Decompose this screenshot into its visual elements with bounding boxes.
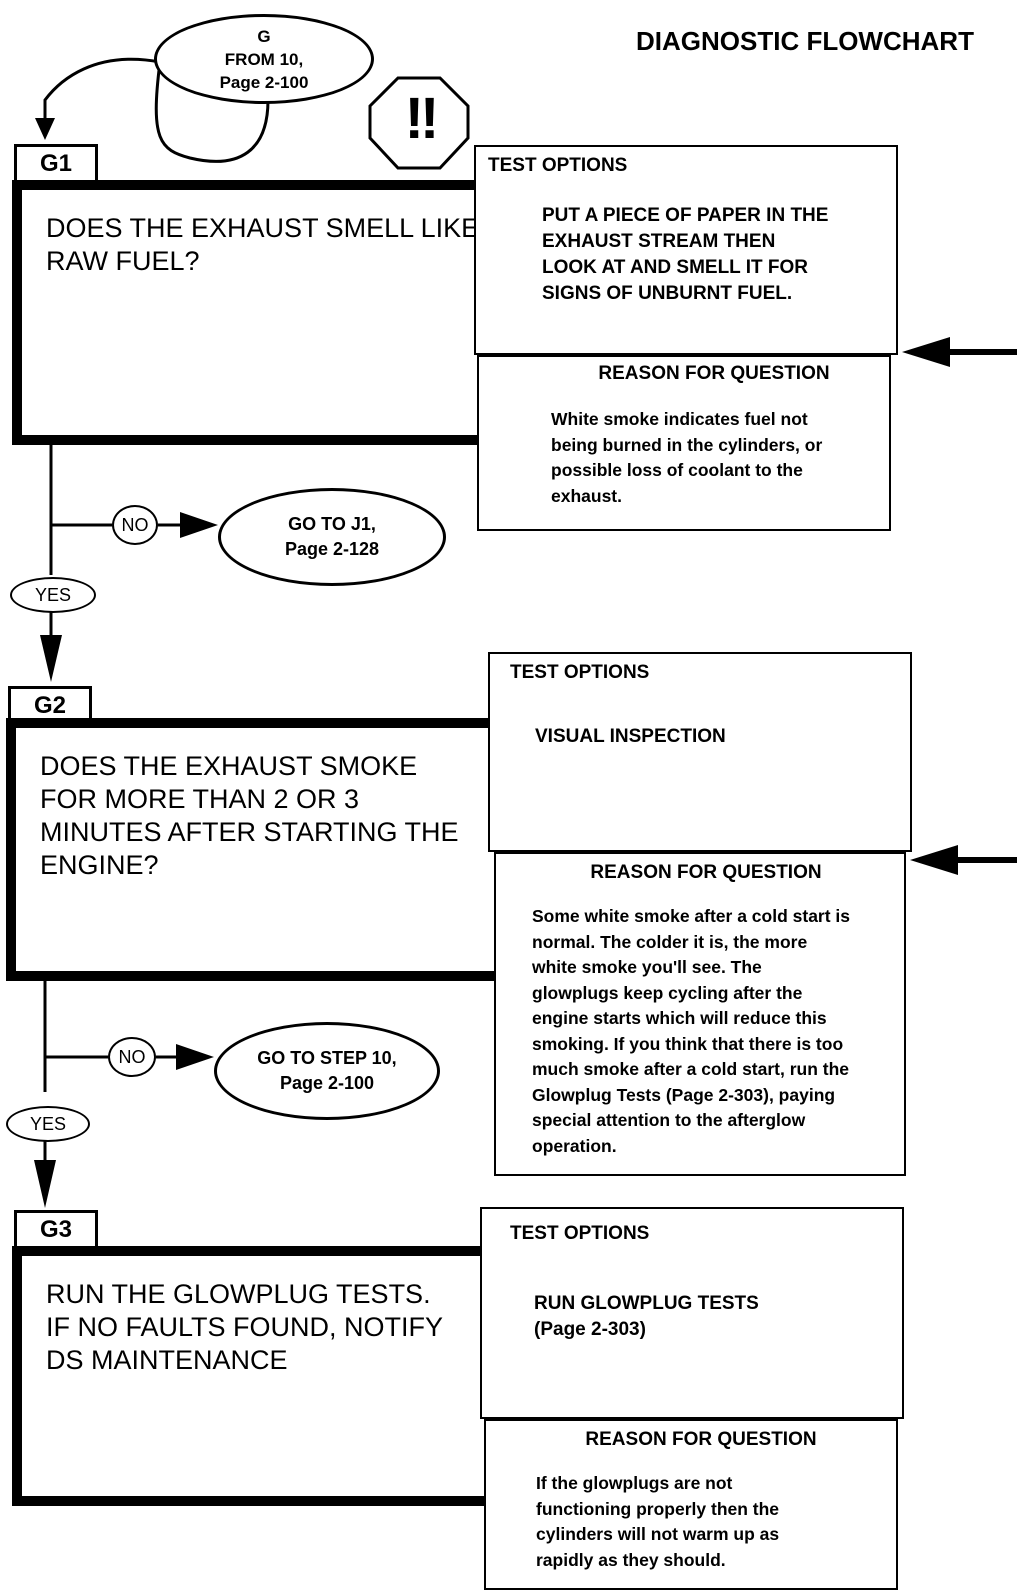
question-box-g1: DOES THE EXHAUST SMELL LIKE RAW FUEL? [12, 180, 526, 445]
test-options-box-g1: TEST OPTIONS PUT A PIECE OF PAPER IN THE… [474, 145, 898, 355]
reason-text: Some white smoke after a cold start is n… [532, 906, 851, 1156]
test-options-box-g3: TEST OPTIONS RUN GLOWPLUG TESTS (Page 2-… [480, 1207, 904, 1419]
test-options-title: TEST OPTIONS [488, 155, 628, 176]
test-options-box-g2: TEST OPTIONS VISUAL INSPECTION [488, 652, 912, 852]
reason-box-g2: REASON FOR QUESTION Some white smoke aft… [494, 852, 906, 1176]
test-options-text: PUT A PIECE OF PAPER IN THE EXHAUST STRE… [542, 205, 829, 304]
reason-text: White smoke indicates fuel not being bur… [551, 409, 823, 506]
warning-octagon-icon [368, 76, 470, 170]
no-target-oval-g1: GO TO J1, Page 2-128 [218, 488, 446, 586]
warning-mark: !! [404, 86, 440, 151]
reason-box-g1: REASON FOR QUESTION White smoke indicate… [477, 355, 891, 531]
pointer-arrowhead-1 [902, 337, 950, 367]
entry-loop-line [154, 61, 270, 163]
no-label-g2: NO [108, 1037, 156, 1077]
reason-title: REASON FOR QUESTION [585, 1429, 817, 1450]
pointer-arrowhead-2 [910, 845, 958, 875]
entry-oval: G FROM 10, Page 2-100 [154, 14, 374, 104]
test-options-title: TEST OPTIONS [510, 662, 650, 683]
reason-text: If the glowplugs are not functioning pro… [536, 1473, 780, 1570]
g2-yes-arrowhead [34, 1160, 56, 1208]
no-target-oval-g2: GO TO STEP 10, Page 2-100 [214, 1022, 440, 1120]
g2-no-arrowhead [176, 1044, 214, 1070]
entry-connector [43, 57, 161, 128]
reason-title: REASON FOR QUESTION [598, 363, 830, 384]
step-tag-g1: G1 [14, 144, 98, 186]
g1-no-arrowhead [180, 512, 218, 538]
no-label-g1: NO [112, 505, 158, 545]
question-box-g3: RUN THE GLOWPLUG TESTS. IF NO FAULTS FOU… [12, 1246, 526, 1506]
step-tag-g3: G3 [14, 1210, 98, 1250]
question-box-g2: DOES THE EXHAUST SMOKE FOR MORE THAN 2 O… [6, 718, 520, 981]
reason-box-g3: REASON FOR QUESTION If the glowplugs are… [484, 1419, 898, 1590]
test-options-text: VISUAL INSPECTION [535, 726, 726, 747]
step-tag-g2: G2 [8, 686, 92, 724]
test-options-text: RUN GLOWPLUG TESTS (Page 2-303) [534, 1293, 759, 1340]
reason-title: REASON FOR QUESTION [590, 862, 822, 883]
test-options-title: TEST OPTIONS [510, 1223, 650, 1244]
entry-arrowhead [35, 118, 55, 140]
yes-label-g1: YES [10, 577, 96, 613]
g1-yes-arrowhead [40, 635, 62, 682]
page-title: DIAGNOSTIC FLOWCHART [636, 26, 974, 56]
yes-label-g2: YES [6, 1106, 90, 1142]
